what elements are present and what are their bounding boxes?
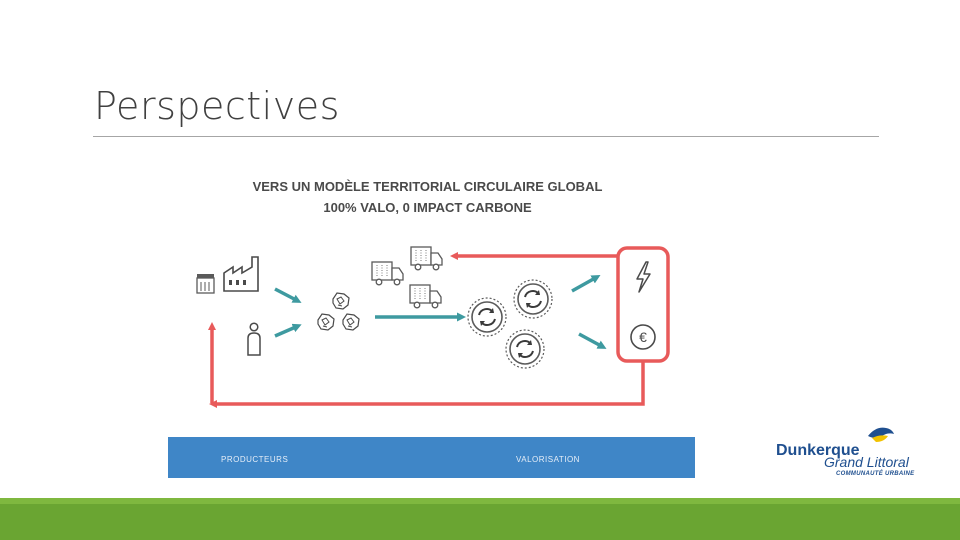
producer-to-waste-arrow-top [274, 287, 302, 303]
recycling-to-energy-arrow [571, 275, 601, 293]
logo-line-dunkerque: Dunkerque [776, 442, 860, 459]
category-band: PRODUCTEURS VALORISATION [168, 437, 695, 478]
footer-bar [0, 498, 960, 540]
producer-to-waste-arrow-bottom [274, 323, 302, 338]
truck-icon [371, 246, 443, 309]
band-label-producteurs: PRODUCTEURS [221, 455, 289, 464]
slide-title: Perspectives [94, 84, 340, 128]
diagram-heading-line1: VERS UN MODÈLE TERRITORIAL CIRCULAIRE GL… [252, 179, 603, 194]
diagram-heading: VERS UN MODÈLE TERRITORIAL CIRCULAIRE GL… [210, 176, 645, 218]
euro-symbol: € [639, 329, 647, 345]
title-rule [93, 136, 879, 137]
recycle-icon [467, 279, 553, 369]
diagram-heading-line2: 100% VALO, 0 IMPACT CARBONE [323, 200, 532, 215]
euro-icon: € [630, 324, 656, 350]
person-icon [247, 322, 261, 356]
logo-line-grand-littoral: Grand Littoral [824, 454, 909, 470]
band-label-valorisation: VALORISATION [516, 455, 580, 464]
recycling-to-value-arrow [578, 332, 607, 349]
lightning-icon [636, 261, 651, 293]
factory-icon [223, 256, 259, 292]
waste-icon [317, 292, 360, 331]
bird-logo-icon [868, 427, 894, 442]
shop-icon [196, 274, 215, 294]
dunkerque-logo: Dunkerque Grand Littoral COMMUNAUTÉ URBA… [774, 422, 930, 484]
loop-return-line-right [209, 361, 645, 408]
logo-line-communaute: COMMUNAUTÉ URBAINE [836, 471, 915, 477]
footer-highlight-line [0, 498, 960, 504]
